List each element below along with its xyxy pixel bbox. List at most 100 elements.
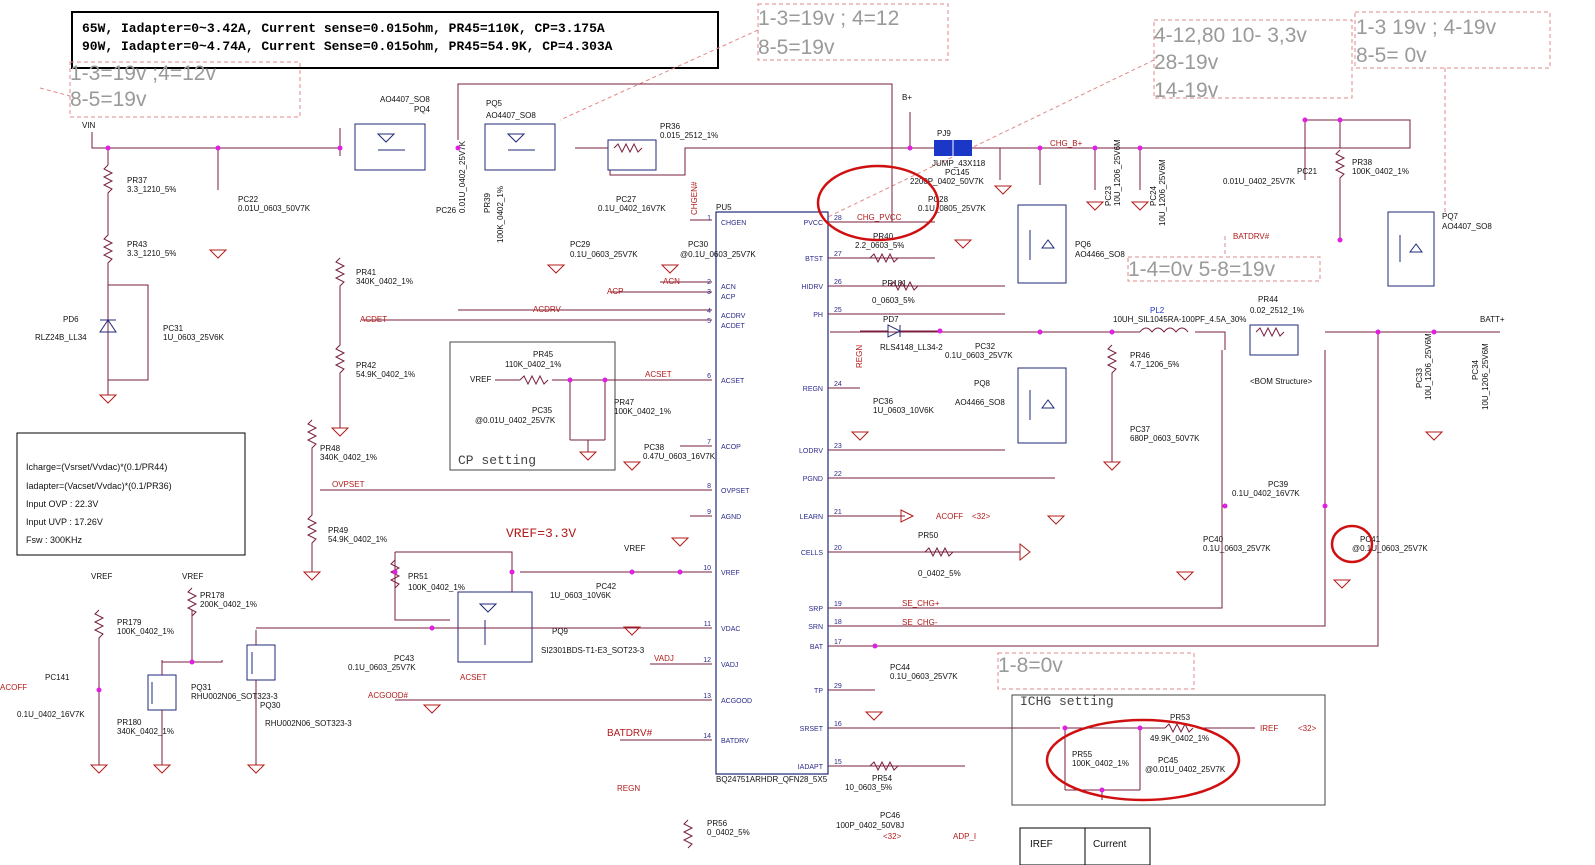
formula-iadapter: Iadapter=(Vacset/Vvdac)*(0.1/PR36) — [26, 481, 172, 491]
label-pr48: PR48 — [320, 444, 341, 453]
label-pq7: PQ7 — [1442, 212, 1459, 221]
note-4b: 8-5= 0v — [1356, 44, 1427, 67]
label-pc38: PC38 — [644, 443, 665, 452]
label-pr43: PR43 — [127, 240, 148, 249]
label-pc30: PC30 — [688, 240, 709, 249]
value-pr51: 100K_0402_1% — [408, 583, 465, 592]
value-pr179: 100K_0402_1% — [117, 627, 174, 636]
ic-pin-lodrv: LODRV — [799, 448, 823, 455]
net-chgb: CHG_B+ — [1050, 139, 1083, 148]
label-pj9: PJ9 — [937, 129, 951, 138]
value-pc24: 10U_1206_25V6M — [1158, 159, 1167, 226]
ic-pin-num: 12 — [703, 657, 711, 664]
ic-pin-vdac: VDAC — [721, 626, 740, 633]
ic-pin-regn: REGN — [803, 386, 823, 393]
value-pc45: @0.01U_0402_25V7K — [1145, 765, 1226, 774]
ic-pin-num: 24 — [834, 381, 842, 388]
value-pc32: 0.1U_0603_25V7K — [945, 351, 1013, 360]
label-pq31: PQ31 — [191, 683, 212, 692]
ic-pin-num: 15 — [834, 759, 842, 766]
value-pc39: 0.1U_0402_16V7K — [1232, 489, 1300, 498]
value-pc43: 0.1U_0603_25V7K — [348, 663, 416, 672]
net-vref-3: VREF — [624, 544, 645, 553]
label-pq6-value: AO4466_SO8 — [1075, 250, 1125, 259]
ic-pin-cells: CELLS — [801, 550, 824, 557]
tag-acoff-32: <32> — [972, 512, 991, 521]
label-pc29: PC29 — [570, 240, 591, 249]
value-pr180: 340K_0402_1% — [117, 727, 174, 736]
net-acoff-right: ACOFF — [936, 512, 963, 521]
value-pc41: @0.1U_0603_25V7K — [1352, 544, 1428, 553]
value-pr53: 49.9K_0402_1% — [1150, 734, 1209, 743]
label-pr180: PR180 — [117, 718, 142, 727]
formula-fsw: Fsw : 300KHz — [26, 535, 83, 545]
value-pr54: 10_0603_5% — [845, 783, 892, 792]
value-pc38: 0.47U_0603_16V7K — [643, 452, 716, 461]
label-pc21: PC21 — [1297, 167, 1318, 176]
diode-pd7: PD7 RLS4148_LL34-2 — [860, 315, 943, 352]
net-vin: VIN — [82, 121, 96, 130]
note-6: 1-8=0v — [998, 654, 1063, 677]
label-pc33: PC33 — [1415, 367, 1424, 388]
net-vref-1: VREF — [91, 572, 112, 581]
label-pc31: PC31 — [163, 324, 184, 333]
ic-pu5: PU5 BQ24751ARHDR_QFN28_5X5 CHGEN1ACN2ACP… — [703, 203, 842, 784]
label-pl2: PL2 — [1150, 306, 1165, 315]
value-pc33: 10U_1206_25V6M — [1424, 333, 1433, 400]
value-pc46: 100P_0402_50V8J — [836, 821, 904, 830]
label-pc35: PC35 — [532, 406, 553, 415]
label-pc141: PC141 — [45, 673, 70, 682]
net-acdet: ACDET — [360, 315, 387, 324]
label-pc26: PC26 — [436, 206, 457, 215]
ic-pin-ph: PH — [813, 312, 823, 319]
ic-pin-btst: BTST — [805, 256, 824, 263]
ic-pin-num: 23 — [834, 443, 842, 450]
label-pr49: PR49 — [328, 526, 349, 535]
ic-pin-num: 29 — [834, 683, 842, 690]
value-pr181: 0_0603_5% — [872, 296, 915, 305]
ic-pin-num: 14 — [703, 733, 711, 740]
value-pr40: 2.2_0603_5% — [855, 241, 904, 250]
value-pc29: 0.1U_0603_25V7K — [570, 250, 638, 259]
ic-pin-acn: ACN — [721, 284, 736, 291]
iref-table-fragment: IREF Current — [1019, 827, 1151, 865]
value-pr41: 340K_0402_1% — [356, 277, 413, 286]
jumper-pj9: PJ9 JUMP_43X118 — [932, 129, 986, 168]
label-pq8-value: AO4466_SO8 — [955, 398, 1005, 407]
label-pr178: PR178 — [200, 591, 225, 600]
ic-pin-num: 9 — [707, 509, 711, 516]
label-pq5: PQ5 — [486, 99, 503, 108]
value-pr42: 54.9K_0402_1% — [356, 370, 415, 379]
header-box: 65W, Iadapter=0~3.42A, Current sense=0.0… — [71, 11, 719, 69]
ic-pin-srset: SRSET — [800, 726, 824, 733]
net-batt: BATT+ — [1480, 315, 1505, 324]
note-2a: 1-3=19v ; 4=12 — [758, 7, 899, 30]
net-se-chg-plus: SE_CHG+ — [902, 599, 940, 608]
label-pr36-value: 0.015_2512_1% — [660, 131, 718, 140]
value-pr39: 100K_0402_1% — [496, 186, 505, 243]
value-pr46: 4.7_1206_5% — [1130, 360, 1179, 369]
inductor-pl2: PL2 10UH_SIL1045RA-100PF_4.5A_30% — [1113, 306, 1246, 333]
net-regn-bottom: REGN — [617, 784, 640, 793]
value-pc28: 0.1U_0805_25V7K — [918, 204, 986, 213]
resistor-pr44: PR44 0.02_2512_1% <BOM Structure> — [1249, 295, 1313, 386]
label-pc34: PC34 — [1471, 359, 1480, 380]
ic-pin-bat: BAT — [810, 644, 824, 651]
label-pc42: PC42 — [596, 582, 617, 591]
net-acgood: ACGOOD# — [368, 691, 409, 700]
label-pr44: PR44 — [1258, 295, 1279, 304]
component-labels: PR37 3.3_1210_5% PR43 3.3_1210_5% PC22 0… — [17, 139, 1490, 837]
ic-pin-num: 8 — [707, 483, 711, 490]
label-pc27: PC27 — [616, 195, 637, 204]
value-pc37: 680P_0603_50V7K — [1130, 434, 1200, 443]
highlight-circles — [816, 164, 1374, 802]
formula-box: Icharge=(Vsrset/Vvdac)*(0.1/PR44) Iadapt… — [16, 432, 246, 556]
ic-pin-pgnd: PGND — [803, 476, 823, 483]
bom-structure-label: <BOM Structure> — [1250, 377, 1313, 386]
ic-pin-num: 5 — [707, 318, 711, 325]
net-iref: IREF — [1260, 724, 1278, 733]
ic-pin-num: 22 — [834, 471, 842, 478]
value-pc31: 1U_0603_25V6K — [163, 333, 225, 342]
formula-icharge: Icharge=(Vsrset/Vvdac)*(0.1/PR44) — [26, 462, 167, 472]
